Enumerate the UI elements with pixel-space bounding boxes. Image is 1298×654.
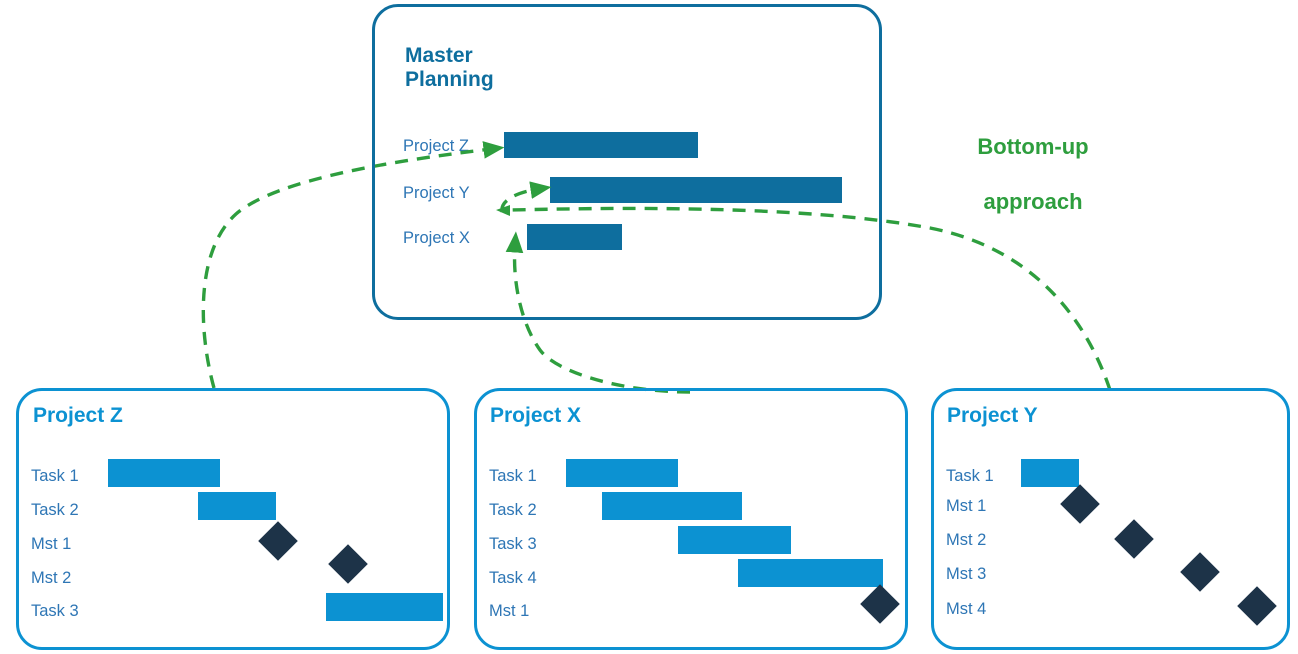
project-z-bar-task-1 <box>108 459 220 487</box>
project-y-row-label-mst-2: Mst 2 <box>946 531 987 549</box>
project-x-row-label-task-2: Task 2 <box>489 501 537 519</box>
project-x-row-label-task-3: Task 3 <box>489 535 537 553</box>
master-bar-project-y <box>550 177 842 203</box>
project-z-bar-task-3 <box>326 593 443 621</box>
project-z-bar-task-2 <box>198 492 276 520</box>
project-x-bar-task-3 <box>678 526 791 554</box>
project-z-row-label-task-2: Task 2 <box>31 501 79 519</box>
master-planning-box[interactable] <box>372 4 882 320</box>
project-x-row-label-mst-1: Mst 1 <box>489 602 530 620</box>
project-x-box[interactable] <box>474 388 908 650</box>
project-x-bar-task-4 <box>738 559 883 587</box>
project-x-bar-task-1 <box>566 459 678 487</box>
master-bar-project-z <box>504 132 698 158</box>
project-x-bar-task-2 <box>602 492 742 520</box>
project-z-row-label-task-3: Task 3 <box>31 602 79 620</box>
bottom-up-line-2: approach <box>983 188 1083 214</box>
project-y-row-label-mst-3: Mst 3 <box>946 565 987 583</box>
project-x-row-label-task-1: Task 1 <box>489 467 537 485</box>
project-z-title: Project Z <box>33 404 123 427</box>
bottom-up-approach-label: Bottom-up approach <box>938 105 1128 243</box>
project-y-box[interactable] <box>931 388 1290 650</box>
bottom-up-line-1: Bottom-up <box>977 133 1089 159</box>
project-z-row-label-mst-2: Mst 2 <box>31 569 72 587</box>
project-y-row-label-mst-1: Mst 1 <box>946 497 987 515</box>
project-y-row-label-task-1: Task 1 <box>946 467 994 485</box>
project-z-row-label-mst-1: Mst 1 <box>31 535 72 553</box>
project-x-row-label-task-4: Task 4 <box>489 569 537 587</box>
project-y-title: Project Y <box>947 404 1038 427</box>
project-y-bar-task-1 <box>1021 459 1079 487</box>
project-z-row-label-task-1: Task 1 <box>31 467 79 485</box>
project-y-row-label-mst-4: Mst 4 <box>946 600 987 618</box>
project-x-title: Project X <box>490 404 582 427</box>
project-z-box[interactable] <box>16 388 450 650</box>
master-planning-title: Master Planning <box>405 44 494 91</box>
